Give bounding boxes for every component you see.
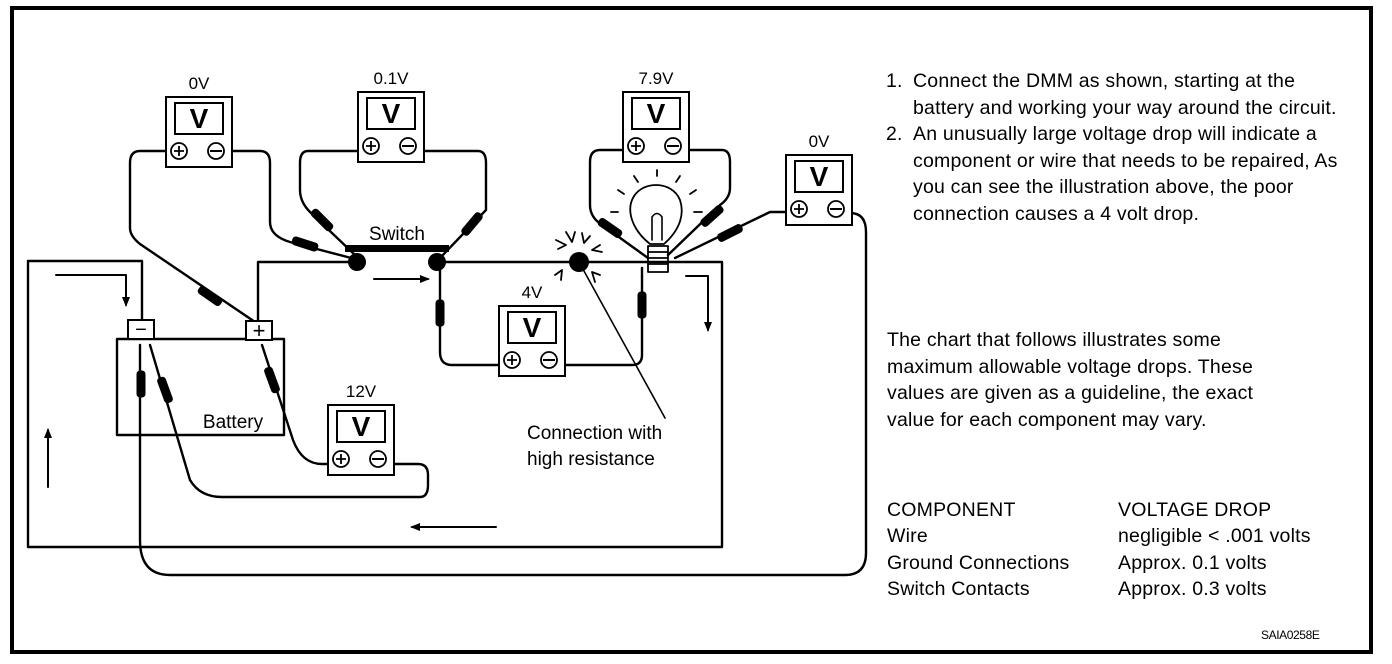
table-cell-component: Ground Connections bbox=[887, 551, 1070, 574]
instruction-steps: 1. Connect the DMM as shown, starting at… bbox=[886, 68, 1356, 228]
probe-wire-4v-pos bbox=[438, 263, 504, 367]
probe-wire-0v-right-pos bbox=[673, 210, 790, 260]
meter-connection: 4V V bbox=[498, 283, 566, 377]
lamp-globe bbox=[629, 184, 683, 245]
meter-reading: 0V bbox=[189, 74, 210, 93]
positive-terminal-icon bbox=[332, 450, 350, 468]
meter-reading: 7.9V bbox=[639, 69, 675, 88]
table-cell-voltage-drop: negligible < .001 volts bbox=[1118, 525, 1311, 548]
positive-terminal-icon bbox=[170, 142, 188, 160]
instruction-step: 2. An unusually large voltage drop will … bbox=[886, 121, 1356, 227]
positive-terminal-icon bbox=[503, 351, 521, 369]
figure-id: SAIA0258E bbox=[1261, 628, 1320, 642]
circuit-wire-top bbox=[26, 259, 724, 549]
probe-wire-0.1v-pos bbox=[298, 149, 362, 257]
negative-terminal-icon bbox=[664, 137, 682, 155]
meter-display bbox=[366, 97, 416, 130]
voltage-drop-table: COMPONENT VOLTAGE DROP Wire negligible <… bbox=[887, 497, 1311, 602]
circuit-wire-main bbox=[256, 260, 359, 324]
positive-terminal-icon bbox=[790, 200, 808, 218]
lamp-rays bbox=[610, 169, 703, 213]
table-header-voltage-drop: VOLTAGE DROP bbox=[1118, 499, 1272, 521]
connection-pointer bbox=[578, 261, 666, 419]
svg-text:−: − bbox=[135, 319, 147, 341]
probe-wire-0v-pos bbox=[128, 149, 257, 324]
meter-reading: 0.1V bbox=[374, 69, 410, 88]
table-cell-voltage-drop: Approx. 0.1 volts bbox=[1118, 551, 1267, 574]
meter-display-text: V bbox=[190, 103, 209, 134]
table-row: Wire negligible < .001 volts bbox=[887, 523, 1311, 549]
meter-display bbox=[336, 410, 386, 443]
meter-lamp-ground: 0V V bbox=[785, 132, 853, 226]
table-cell-component: Switch Contacts bbox=[887, 577, 1030, 600]
meter-lamp: 7.9V V bbox=[622, 69, 690, 163]
negative-terminal-icon bbox=[540, 351, 558, 369]
table-header-component: COMPONENT bbox=[887, 499, 1016, 521]
figure-frame bbox=[10, 6, 1373, 654]
switch-bar bbox=[345, 245, 449, 252]
negative-terminal-icon bbox=[399, 137, 417, 155]
positive-terminal-icon bbox=[627, 137, 645, 155]
switch-contact-right bbox=[428, 253, 446, 271]
meter-display bbox=[507, 311, 557, 344]
meter-display-text: V bbox=[382, 98, 401, 129]
probe-wire-12v-pos bbox=[260, 343, 335, 466]
probe-wire-7.9v-neg bbox=[666, 148, 732, 257]
meter-display-text: V bbox=[810, 161, 829, 192]
svg-text:+: + bbox=[253, 318, 266, 343]
lamp-filament bbox=[651, 212, 663, 241]
connection-label-line1: Connection with bbox=[527, 423, 662, 444]
meter-battery: 12V V bbox=[327, 382, 395, 476]
meter-display-text: V bbox=[647, 98, 666, 129]
probe-wire-0.1v-neg bbox=[418, 149, 488, 260]
flow-arrow-right-down bbox=[685, 275, 712, 332]
step-text: An unusually large voltage drop will ind… bbox=[913, 123, 1338, 225]
meter-reading: 4V bbox=[522, 283, 543, 302]
step-number: 1. bbox=[886, 70, 903, 92]
table-cell-voltage-drop: Approx. 0.3 volts bbox=[1118, 577, 1267, 600]
meter-reading: 0V bbox=[809, 132, 830, 151]
negative-terminal-icon bbox=[369, 450, 387, 468]
switch-contact-left bbox=[348, 253, 366, 271]
probe-tips bbox=[136, 205, 743, 404]
connection-label-line2: high resistance bbox=[527, 449, 655, 470]
meter-display bbox=[174, 102, 224, 135]
negative-terminal-icon bbox=[827, 200, 845, 218]
battery-terminal-negative: − bbox=[127, 319, 155, 341]
meter-display bbox=[794, 160, 844, 193]
lamp-base bbox=[647, 245, 669, 273]
meter-reading: 12V bbox=[346, 382, 377, 401]
battery-body bbox=[115, 337, 286, 437]
meter-display-text: V bbox=[523, 312, 542, 343]
meter-display-text: V bbox=[352, 411, 371, 442]
voltmeters: 0V V 0.1V V 7.9V V 0V V 4V V 12V V bbox=[165, 69, 853, 476]
probe-wire-0v-neg bbox=[226, 149, 357, 261]
step-text: Connect the DMM as shown, starting at th… bbox=[913, 70, 1337, 119]
instruction-step: 1. Connect the DMM as shown, starting at… bbox=[886, 68, 1356, 121]
table-row: Ground Connections Approx. 0.1 volts bbox=[887, 550, 1311, 576]
negative-terminal-icon bbox=[207, 142, 225, 160]
probe-wire-7.9v-pos bbox=[588, 148, 650, 260]
probe-wire-lamp-ground bbox=[138, 211, 868, 577]
meter-switch: 0.1V V bbox=[357, 69, 425, 163]
meter-display bbox=[631, 97, 681, 130]
chart-intro-paragraph: The chart that follows illustrates some … bbox=[887, 329, 1254, 431]
high-resistance-connection bbox=[569, 252, 589, 272]
step-number: 2. bbox=[886, 123, 903, 146]
table-header-row: COMPONENT VOLTAGE DROP bbox=[887, 497, 1311, 523]
positive-terminal-icon bbox=[362, 137, 380, 155]
table-cell-component: Wire bbox=[887, 525, 928, 548]
battery-terminal-positive: + bbox=[245, 318, 273, 343]
probe-wire-12v-neg bbox=[148, 343, 430, 499]
switch-label: Switch bbox=[369, 224, 425, 245]
probe-wire-4v-neg bbox=[564, 266, 644, 367]
table-row: Switch Contacts Approx. 0.3 volts bbox=[887, 576, 1311, 602]
meter-battery-ground: 0V V bbox=[165, 74, 233, 168]
flow-arrow-left-down bbox=[55, 274, 130, 307]
battery-label: Battery bbox=[203, 412, 264, 433]
spark-marks bbox=[554, 231, 603, 283]
